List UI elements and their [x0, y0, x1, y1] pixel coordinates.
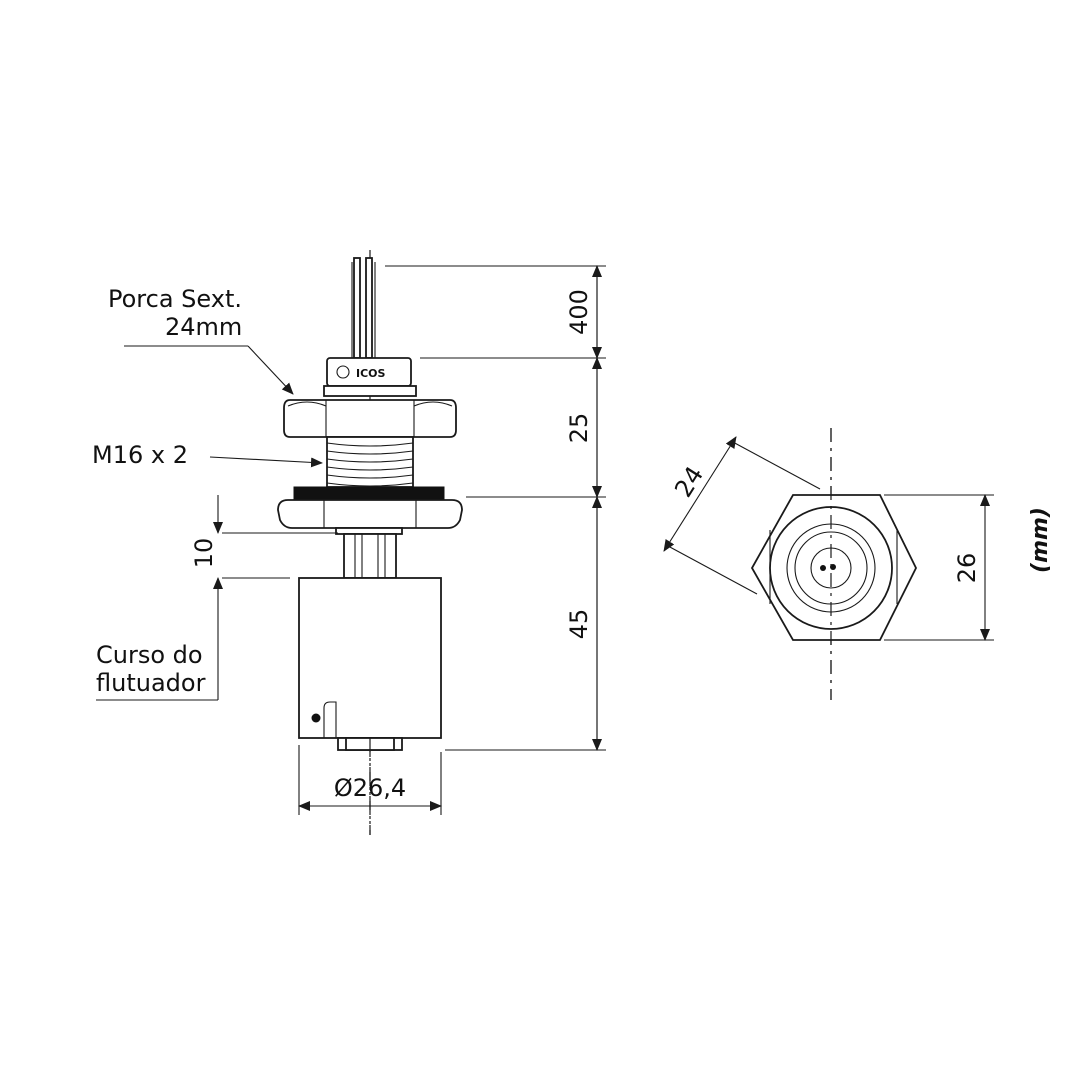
- dim-body-length: 25: [565, 413, 593, 444]
- unit-label: (mm): [1028, 507, 1053, 573]
- label-thread: M16 x 2: [92, 441, 188, 469]
- hex-nut-bottom: [277, 499, 463, 529]
- sealing-ring: [293, 486, 445, 501]
- side-view: ICOS: [277, 250, 463, 835]
- dim-hex-flat: 24: [669, 461, 709, 502]
- dim-cable-length: 400: [565, 289, 593, 335]
- float-body: [298, 577, 442, 739]
- cable-wires: [351, 257, 376, 359]
- left-dimensions: 10 Curso do flutuador Porca Sext. 24mm M…: [92, 285, 338, 701]
- sensor-cap: ICOS: [323, 357, 417, 397]
- svg-text:ICOS: ICOS: [356, 367, 386, 380]
- diameter-dimension: Ø26,4: [298, 745, 442, 815]
- dim-float-length: 45: [565, 609, 593, 640]
- label-float-stroke-line2: flutuador: [96, 669, 206, 697]
- label-hex-nut-line2: 24mm: [165, 313, 242, 341]
- label-hex-nut-line1: Porca Sext.: [108, 285, 242, 313]
- stem: [335, 527, 403, 579]
- dim-diameter: Ø26,4: [334, 774, 406, 802]
- hex-nut-top: [283, 399, 457, 438]
- dim-gap: 10: [190, 538, 218, 569]
- thread-m16: [326, 436, 414, 488]
- label-float-stroke-line1: Curso do: [96, 641, 203, 669]
- dim-hex-height: 26: [953, 553, 981, 584]
- end-view: 24 26 (mm): [663, 428, 1053, 700]
- vertical-dimensions: 400 25 45: [385, 265, 606, 751]
